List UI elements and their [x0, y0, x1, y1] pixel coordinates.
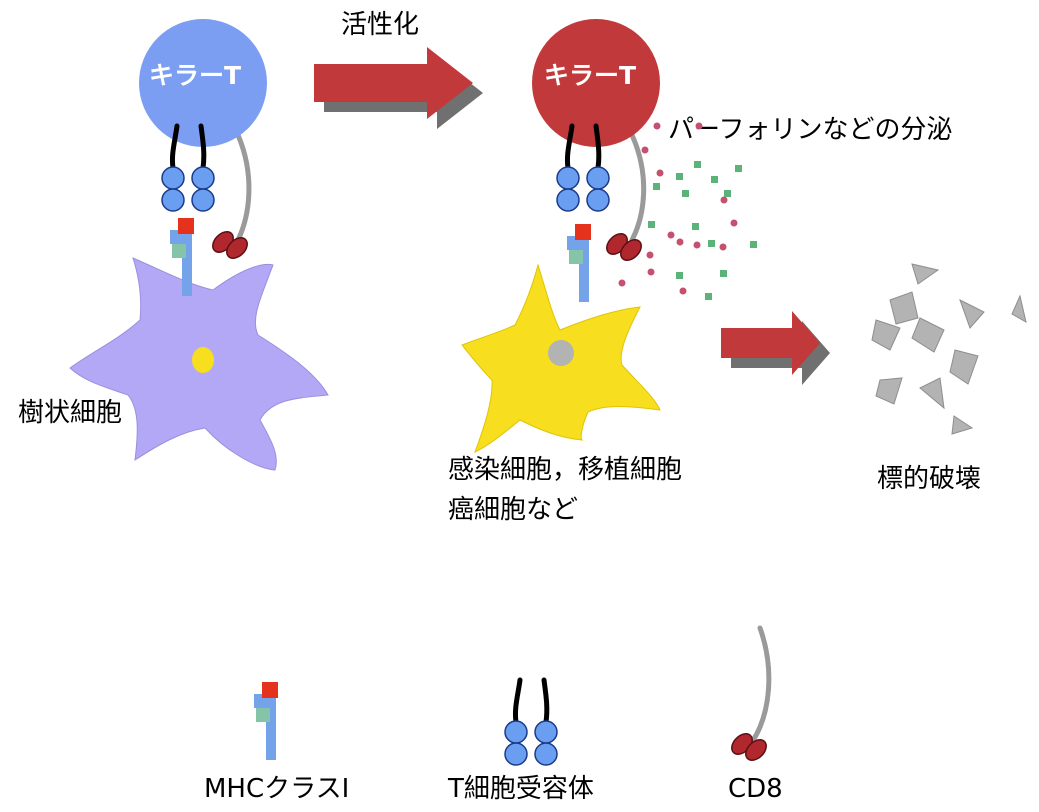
perforin-green-squares [648, 161, 757, 300]
target-cell-group [461, 224, 661, 453]
destroyed-target-fragments [871, 263, 1027, 435]
destruction-arrow [721, 311, 830, 385]
legend-cd8-label: CD8 [728, 774, 783, 804]
destruction-label: 標的破壊 [877, 464, 981, 494]
mhc-class-i-target [567, 224, 591, 302]
legend: MHCクラスI T細胞受容体 CD8 [204, 625, 783, 804]
legend-tcr-symbol [505, 680, 557, 765]
cd8-head-resting [208, 227, 252, 263]
activation-label: 活性化 [341, 10, 419, 40]
dendritic-cell-nucleus [192, 347, 214, 373]
target-cell-label-line2: 癌細胞など [448, 495, 578, 525]
legend-mhc-label: MHCクラスI [204, 774, 349, 804]
perforin-label: パーフォリンなどの分泌 [668, 115, 952, 145]
killer-t-resting-cell [139, 19, 267, 147]
perforin-red-dots [618, 122, 738, 295]
legend-tcr-label: T細胞受容体 [447, 774, 594, 804]
killer-t-active-group: キラーT [532, 19, 660, 265]
target-cell-label-line1: 感染細胞，移植細胞 [448, 455, 682, 485]
legend-cd8-symbol [727, 729, 771, 765]
dendritic-cell-group [69, 218, 329, 471]
legend-mhc-symbol [254, 682, 278, 760]
legend-cd8-tail [749, 625, 772, 745]
perforin-particles [618, 122, 757, 300]
killer-t-active-cell [532, 19, 660, 147]
killer-t-resting-group: キラーT [139, 19, 267, 263]
cd8-tail-resting [235, 132, 252, 243]
killer-t-resting-label: キラーT [149, 61, 241, 90]
cd8-tail-active [629, 132, 647, 243]
cd8-head-active [602, 229, 646, 265]
killer-t-active-label: キラーT [544, 61, 636, 90]
activation-arrow [314, 47, 483, 129]
target-cell-nucleus [548, 340, 574, 366]
dendritic-cell-label: 樹状細胞 [18, 398, 122, 428]
